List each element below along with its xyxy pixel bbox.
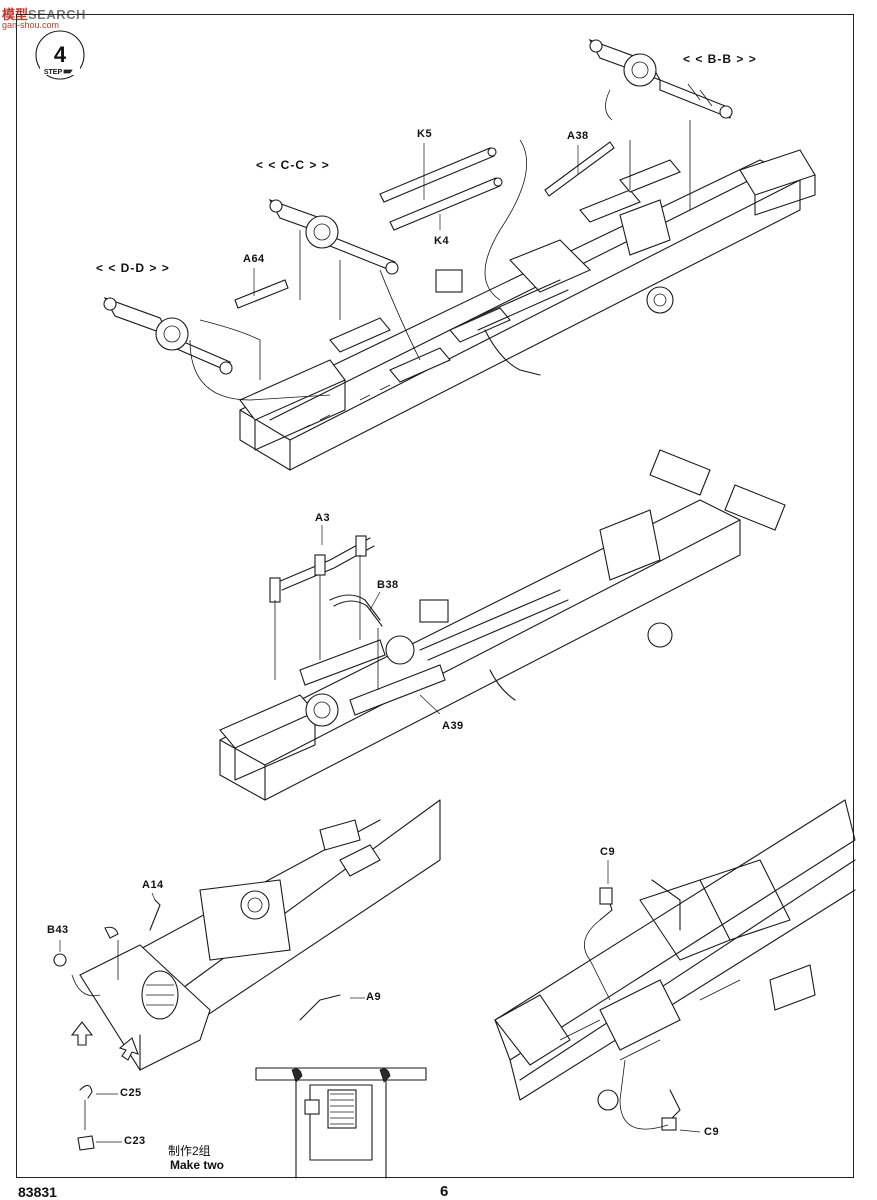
part-label-b38: B38 bbox=[377, 579, 399, 591]
part-b38-rod bbox=[329, 594, 383, 627]
detail-view-grille bbox=[255, 1067, 427, 1179]
top-chassis-frame bbox=[239, 149, 816, 471]
part-label-c25: C25 bbox=[120, 1087, 142, 1099]
part-c9-pipes bbox=[583, 860, 701, 1133]
part-label-b43: B43 bbox=[47, 924, 69, 936]
section-label-d-d: < < D-D > > bbox=[96, 261, 170, 275]
watermark-brand: 模型 bbox=[2, 7, 29, 22]
part-label-a3: A3 bbox=[315, 512, 331, 524]
step-label: STEP bbox=[44, 69, 63, 76]
step-number: 4 bbox=[54, 42, 67, 67]
step-badge-icon: 4 STEP bbox=[35, 30, 85, 80]
part-label-a9: A9 bbox=[366, 991, 382, 1003]
prop-shafts-top bbox=[234, 141, 615, 309]
bottom-left-parts bbox=[53, 892, 365, 999]
part-label-a39: A39 bbox=[442, 720, 464, 732]
kit-number: 83831 bbox=[18, 1184, 57, 1200]
part-label-a64: A64 bbox=[243, 253, 265, 265]
section-label-b-b: < < B-B > > bbox=[683, 52, 757, 66]
page-number: 6 bbox=[440, 1183, 449, 1200]
watermark-url: gan-shou.com bbox=[2, 20, 60, 30]
part-label-c9-top: C9 bbox=[600, 846, 616, 858]
middle-chassis-frame bbox=[219, 449, 786, 801]
axle-b-b bbox=[588, 38, 733, 119]
part-label-c23: C23 bbox=[124, 1135, 146, 1147]
part-a3-bracket bbox=[269, 535, 375, 603]
part-label-k4: K4 bbox=[434, 235, 450, 247]
guide-lines-middle bbox=[274, 525, 441, 715]
part-label-a14: A14 bbox=[142, 879, 164, 891]
bottom-left-chassis bbox=[79, 799, 441, 1071]
part-label-c9-bottom: C9 bbox=[704, 1126, 720, 1138]
page-frame bbox=[16, 14, 854, 1178]
part-label-a38: A38 bbox=[567, 130, 589, 142]
caption-chinese: 制作2组 bbox=[168, 1144, 211, 1158]
caption-english: Make two bbox=[170, 1158, 225, 1172]
section-label-c-c: < < C-C > > bbox=[256, 158, 330, 172]
bottom-right-chassis bbox=[494, 799, 856, 1111]
leader-lines-top bbox=[253, 143, 579, 296]
guide-lines-top bbox=[189, 89, 691, 401]
part-label-k5: K5 bbox=[417, 128, 433, 140]
direction-arrow-icon bbox=[70, 1021, 139, 1061]
axle-c-c bbox=[268, 198, 399, 275]
axle-d-d bbox=[103, 296, 233, 375]
clip-parts bbox=[77, 1084, 122, 1151]
